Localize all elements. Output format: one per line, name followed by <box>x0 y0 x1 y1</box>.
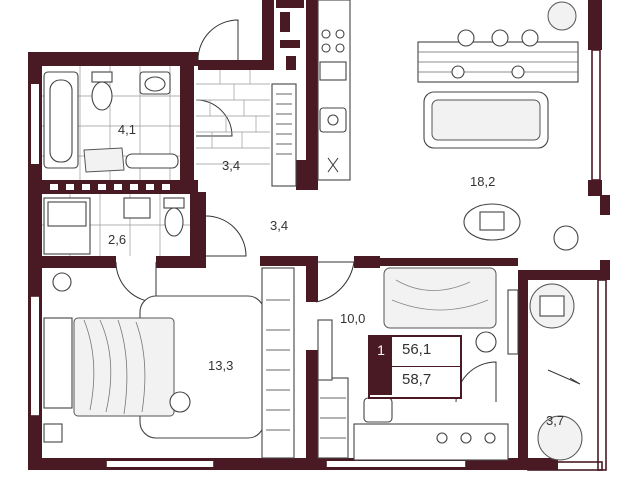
living-area-value: 56,1 <box>402 341 432 358</box>
walls <box>28 0 610 471</box>
wc-fixtures <box>42 194 190 256</box>
area-labels: 4,1 3,4 3,4 2,6 13,3 10,0 18,2 3,7 <box>108 122 564 428</box>
room-area-bathroom: 4,1 <box>118 122 136 137</box>
room-area-hall-entry: 3,4 <box>222 158 240 173</box>
summary-divider <box>392 366 460 367</box>
room-area-living: 18,2 <box>470 174 495 189</box>
bathroom-fixtures <box>42 66 180 180</box>
balcony-furniture <box>507 283 583 461</box>
room-area-corridor: 3,4 <box>270 218 288 233</box>
room-area-balcony: 3,7 <box>546 413 564 428</box>
room-area-bedroom: 13,3 <box>208 358 233 373</box>
room-area-wc: 2,6 <box>108 232 126 247</box>
room-area-kitchen: 10,0 <box>340 311 365 326</box>
total-area-value: 58,7 <box>402 371 432 388</box>
kitchen-counter <box>317 0 351 181</box>
rooms-count: 1 <box>377 342 385 358</box>
area-summary-box: 1 56,1 58,7 <box>368 335 462 399</box>
kitchen-furniture <box>317 267 509 461</box>
living-furniture <box>417 1 579 251</box>
bedroom-furniture <box>43 267 295 459</box>
hall-entry-floor <box>196 70 297 187</box>
rooms-count-badge: 1 <box>370 337 392 395</box>
